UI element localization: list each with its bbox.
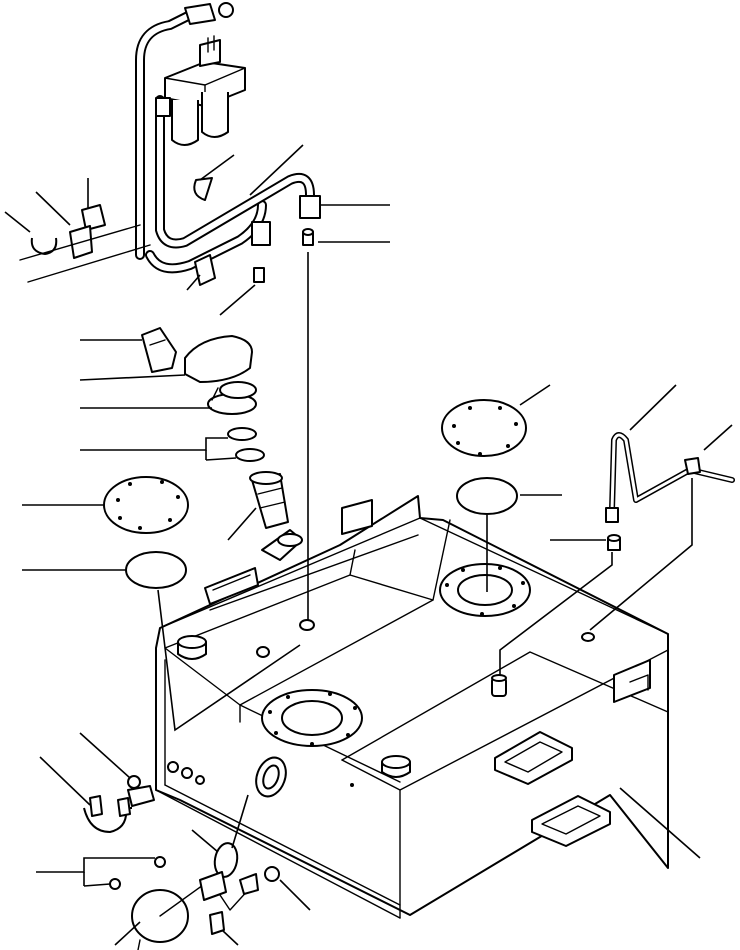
pipe-segment — [19, 224, 141, 261]
tank-boss — [177, 635, 207, 660]
fuel-hose — [135, 10, 315, 274]
filler-neck — [261, 529, 303, 561]
gasket — [125, 551, 187, 589]
filler-cap — [184, 335, 253, 383]
cover-plate — [441, 399, 527, 457]
o-ring — [227, 427, 265, 462]
pipe-clamp — [30, 204, 106, 255]
connector — [253, 228, 314, 283]
filler-neck — [207, 381, 257, 415]
gasket — [456, 477, 518, 515]
hose-fitting-elbow — [155, 2, 321, 246]
return-pipe — [605, 432, 735, 523]
tank-opening-flange — [261, 689, 363, 747]
nipple — [607, 534, 621, 551]
tank-opening-flange — [439, 563, 531, 617]
fuel-gauge-sender — [131, 871, 259, 950]
drain-valve — [127, 775, 155, 807]
fuel-tank — [155, 495, 669, 919]
gauge-port-flange — [255, 756, 287, 798]
filler-cap-lock — [141, 327, 177, 373]
pipe-clip — [684, 457, 701, 475]
cover-plate — [103, 476, 189, 534]
plug — [109, 856, 280, 890]
tank-boss — [381, 755, 411, 778]
strainer — [249, 471, 289, 529]
hanger-bracket — [83, 795, 132, 833]
pipe-segment — [27, 244, 151, 283]
fuel-filter-assembly — [164, 35, 246, 146]
tank-boss — [491, 674, 507, 697]
leader-lines — [4, 144, 733, 946]
